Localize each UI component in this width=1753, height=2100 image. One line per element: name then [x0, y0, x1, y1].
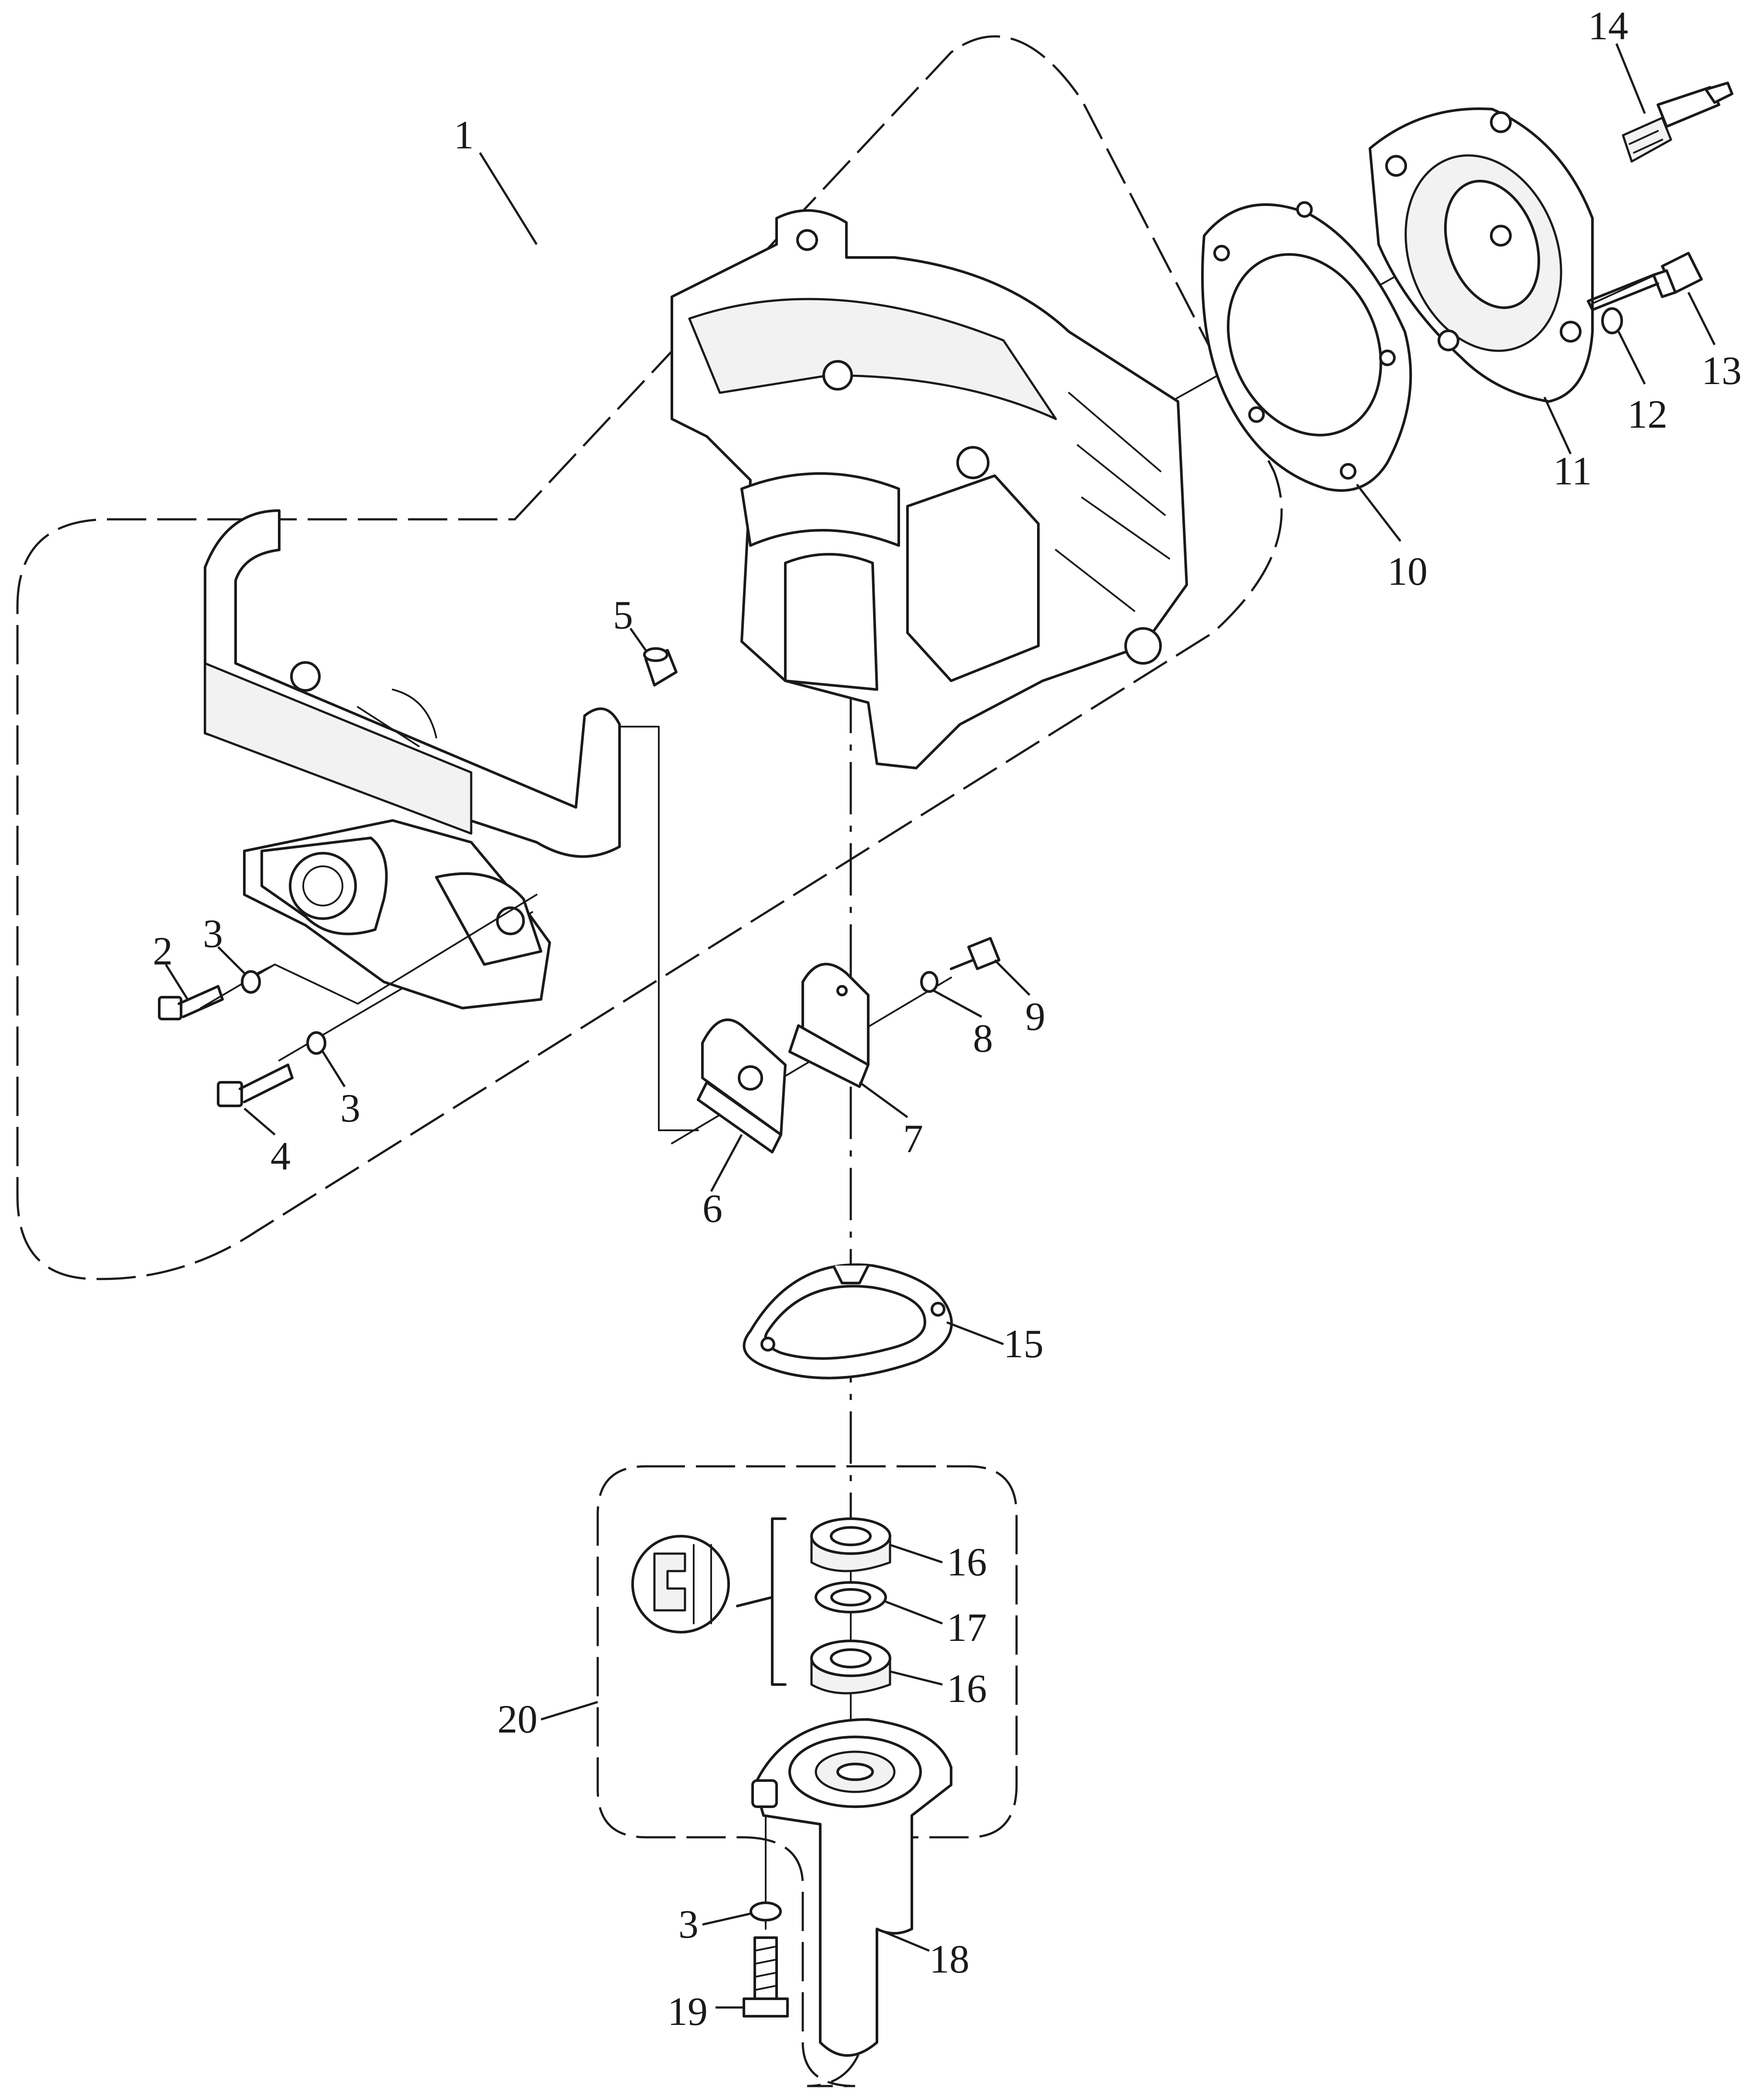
lower-housing-part-18: [751, 1718, 952, 2057]
callout-5: 5: [613, 593, 633, 637]
reed-valve-stopper-part-7: [788, 963, 870, 1088]
spark-plug-part-14: [1622, 82, 1733, 163]
callout-18: 18: [929, 1937, 969, 1981]
callout-3-middle: 3: [340, 1086, 360, 1130]
washer-part-3-upper: [241, 970, 261, 994]
callout-8: 8: [973, 1016, 993, 1060]
assembly-group-20-boundary: [596, 1465, 1018, 2087]
leader-18: [876, 1928, 930, 1952]
bolt-part-13: [1587, 252, 1703, 311]
leader-14: [1615, 43, 1646, 114]
leader-13: [1687, 292, 1716, 346]
bolt-part-4: [217, 1064, 294, 1107]
leader-10: [1356, 484, 1401, 542]
leader-2: [164, 964, 189, 1000]
assembly-group-1-boundary: [16, 35, 1283, 1280]
leader-3c: [702, 1912, 751, 1926]
seal-set-bracket: [771, 1517, 787, 1686]
callout-13: 13: [1702, 348, 1742, 393]
leader-6: [710, 1134, 743, 1192]
callout-20: 20: [497, 1697, 538, 1741]
leader-16b: [890, 1670, 943, 1686]
washer-part-3-lower: [750, 1901, 782, 1922]
leader-7: [859, 1081, 908, 1119]
washer-part-8: [920, 971, 938, 993]
callout-3-upper: 3: [203, 911, 223, 956]
leader-17: [885, 1600, 943, 1625]
callout-3-lower: 3: [678, 1902, 698, 1946]
callout-16-lower: 16: [947, 1666, 987, 1711]
washer-part-12: [1601, 307, 1623, 334]
callout-16-upper: 16: [947, 1540, 987, 1584]
leader-20: [541, 1701, 598, 1721]
callout-15: 15: [1003, 1321, 1044, 1366]
leader-1: [479, 152, 538, 245]
detail-pointer: [736, 1596, 774, 1607]
reed-valve-plate-part-6: [697, 1018, 787, 1153]
callout-9: 9: [1025, 994, 1045, 1039]
callout-12: 12: [1627, 392, 1667, 436]
screw-part-9: [950, 937, 1000, 970]
bolt-part-2: [158, 985, 224, 1020]
leader-8: [933, 989, 983, 1018]
reference-line-washers: [257, 894, 538, 1005]
cylinder-head-part-11: [1369, 107, 1594, 403]
callout-17: 17: [947, 1605, 987, 1650]
callout-19: 19: [668, 1989, 708, 2034]
dowel-pin-part-5: [643, 647, 678, 686]
callout-11: 11: [1553, 449, 1592, 493]
crankcase: [671, 209, 1188, 769]
leader-16a: [890, 1544, 943, 1564]
reference-bracket: [619, 726, 699, 1131]
leader-11: [1543, 396, 1572, 455]
center-line-bolt-2: [200, 964, 276, 1009]
washer-part-3-middle: [306, 1031, 326, 1055]
leader-3b: [322, 1051, 346, 1088]
oil-seal-part-16-lower: [810, 1640, 891, 1695]
seal-orientation-detail: [631, 1535, 730, 1633]
callout-10: 10: [1387, 549, 1428, 594]
leader-12: [1617, 331, 1646, 385]
leader-4: [243, 1108, 276, 1136]
leader-3a: [217, 946, 245, 974]
leader-9: [994, 959, 1031, 996]
callout-2: 2: [153, 929, 173, 973]
callout-1: 1: [454, 113, 474, 157]
leader-5: [629, 628, 647, 651]
gasket-part-15: [743, 1263, 953, 1379]
washer-part-17: [815, 1581, 887, 1613]
leader-15: [946, 1321, 1004, 1345]
oil-seal-part-16-upper: [810, 1517, 891, 1572]
callout-4: 4: [270, 1134, 291, 1178]
callout-7: 7: [903, 1116, 923, 1161]
cylinder-gasket-part-10: [1201, 201, 1412, 492]
callout-6: 6: [702, 1186, 722, 1231]
bolt-part-19: [743, 1936, 789, 2018]
callout-14: 14: [1588, 3, 1628, 48]
carburetor-assembly: [204, 509, 621, 1009]
